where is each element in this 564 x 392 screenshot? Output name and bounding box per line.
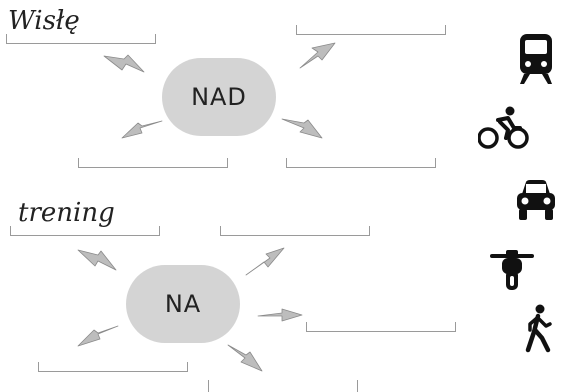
answer-blank-7[interactable] bbox=[306, 322, 456, 332]
answer-blank-1[interactable] bbox=[6, 34, 156, 44]
answer-blank-2[interactable] bbox=[296, 25, 446, 35]
example-answer-1: Wisłę bbox=[8, 6, 80, 36]
answer-blank-9[interactable] bbox=[208, 380, 358, 392]
walking-person-icon bbox=[525, 304, 552, 353]
answer-blank-5[interactable] bbox=[10, 226, 160, 236]
motorcycle-icon bbox=[490, 250, 534, 290]
answer-blank-4[interactable] bbox=[286, 158, 436, 168]
example-answer-2: trening bbox=[18, 198, 115, 228]
car-icon bbox=[517, 180, 555, 220]
preposition-bubble-na: NA bbox=[126, 265, 240, 343]
train-icon bbox=[520, 34, 552, 84]
answer-blank-3[interactable] bbox=[78, 158, 228, 168]
answer-blank-6[interactable] bbox=[220, 226, 370, 236]
preposition-bubble-nad: NAD bbox=[162, 58, 276, 136]
answer-blank-8[interactable] bbox=[38, 362, 188, 372]
bicycle-icon bbox=[478, 106, 529, 149]
